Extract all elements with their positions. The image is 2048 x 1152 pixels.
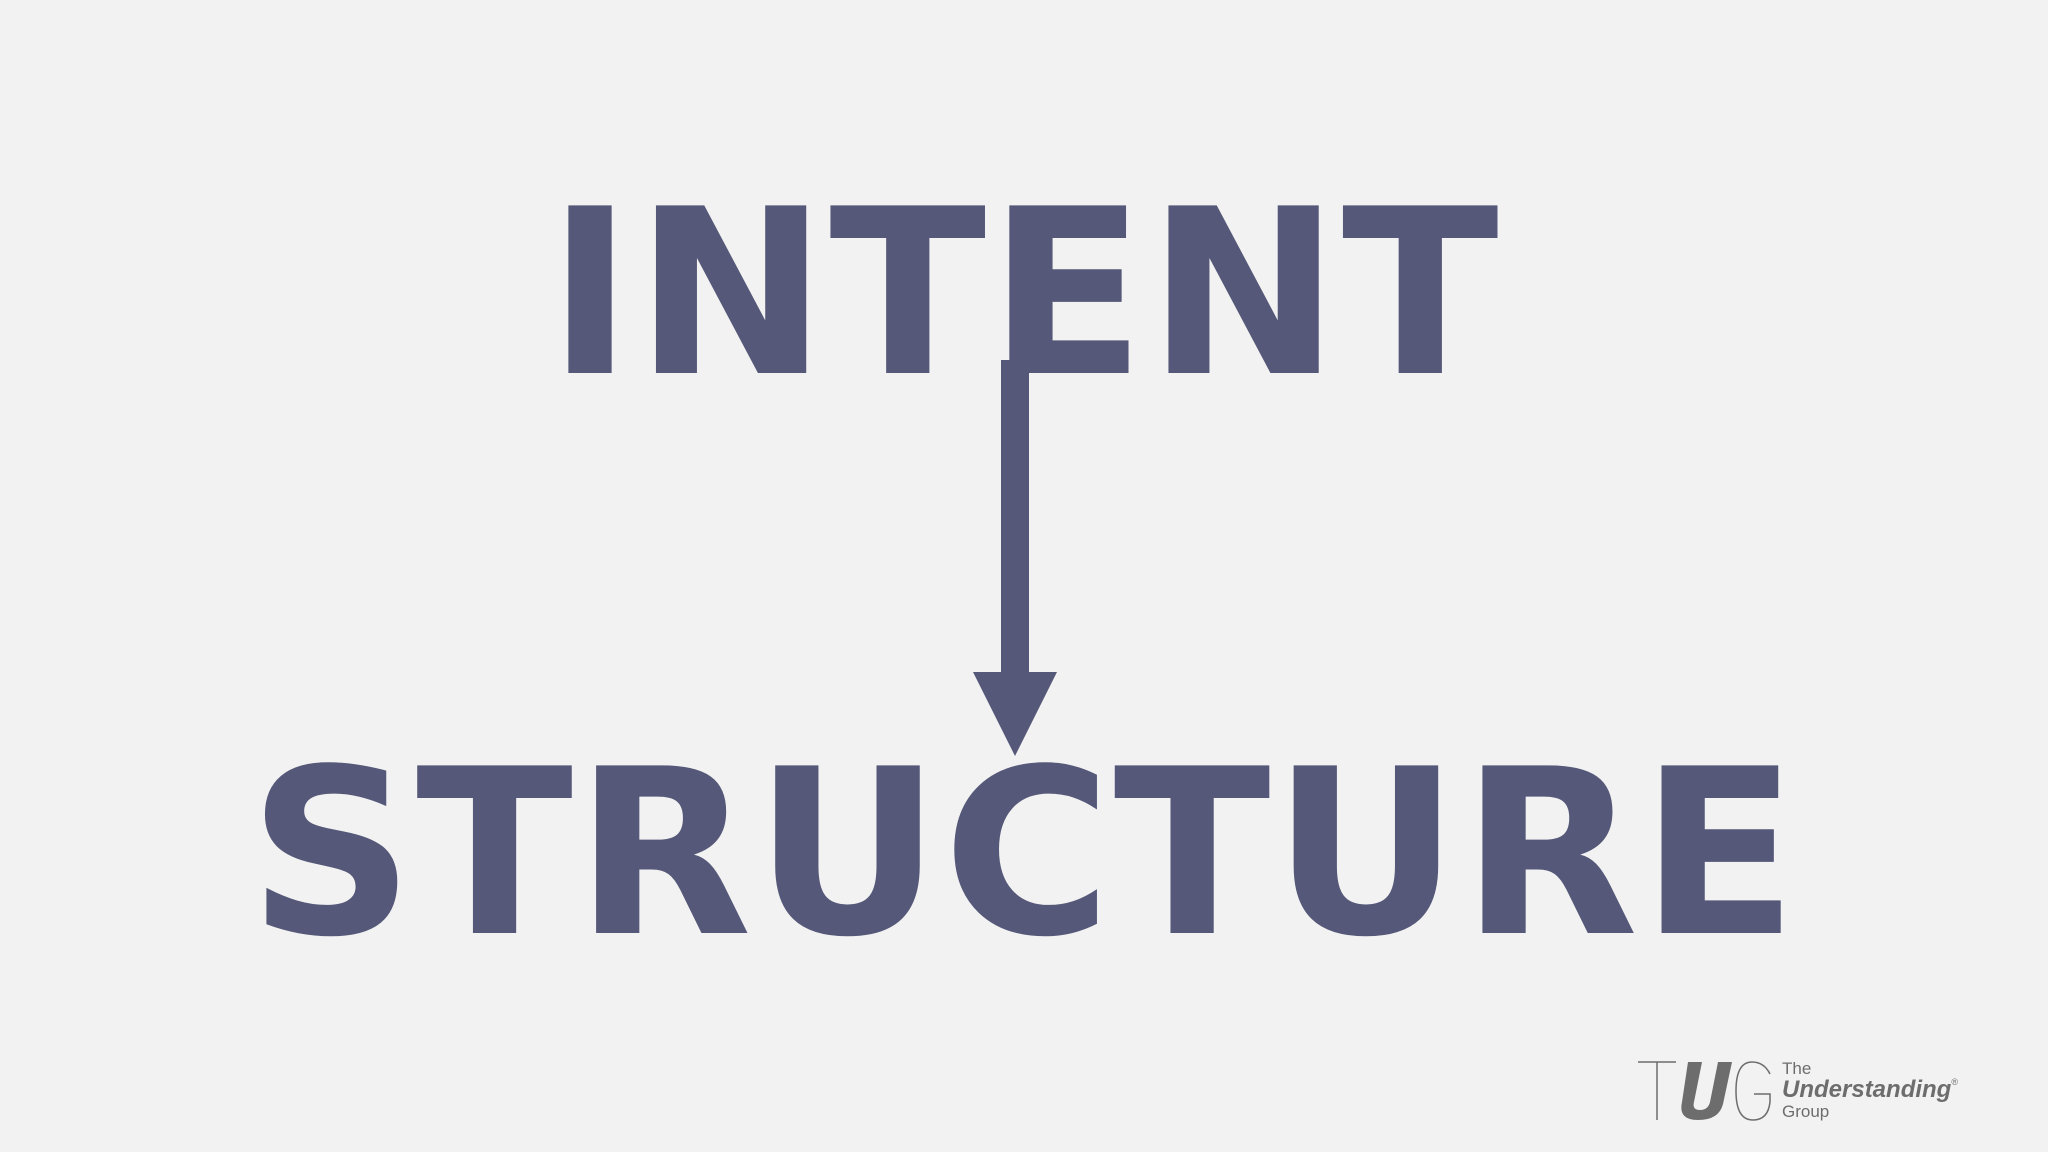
heading-structure: STRUCTURE <box>248 721 1800 988</box>
logo-group: Group <box>1782 1102 1830 1121</box>
logo-the: The <box>1782 1059 1812 1078</box>
company-logo: The Understanding® Group <box>1636 1058 1966 1124</box>
logo-name: Understanding® <box>1782 1078 1958 1102</box>
logo-wordmark: The Understanding® Group <box>1782 1060 1958 1120</box>
registered-mark: ® <box>1951 1077 1958 1087</box>
tug-logo-mark <box>1638 1061 1771 1121</box>
down-arrow-icon <box>973 360 1057 756</box>
logo-understanding: Understanding <box>1782 1076 1952 1103</box>
